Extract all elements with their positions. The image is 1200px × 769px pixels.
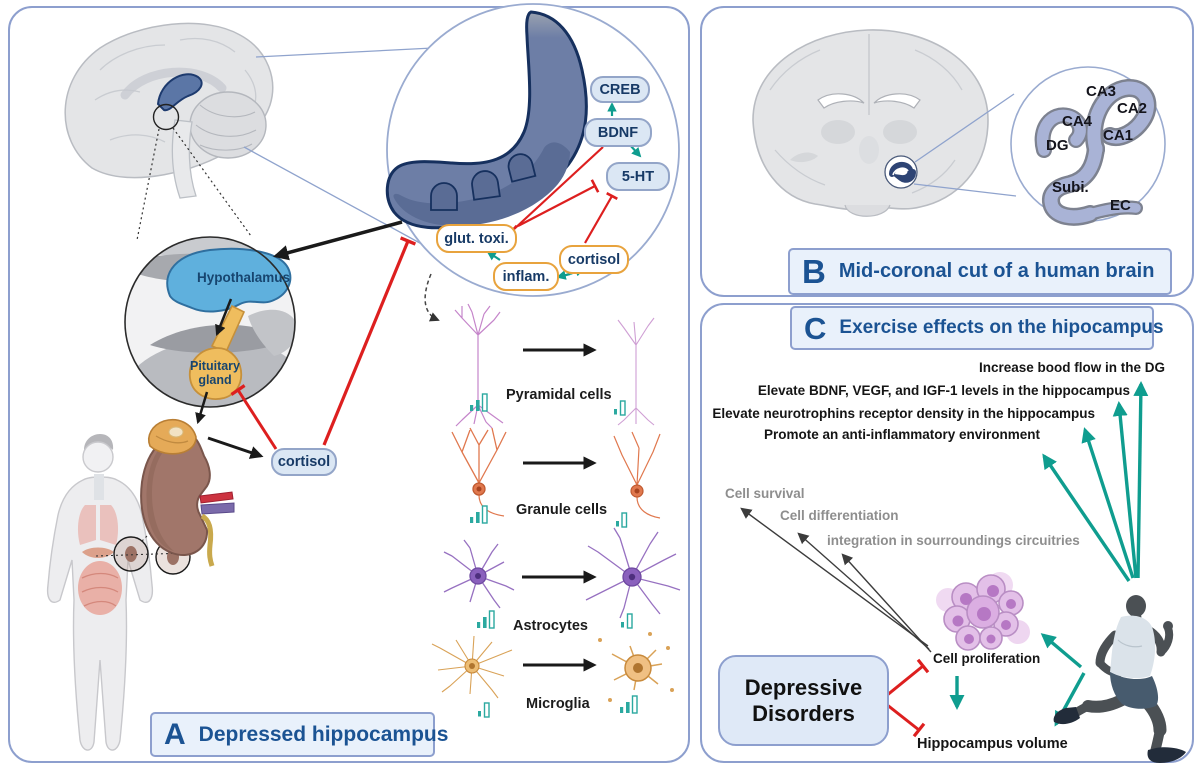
effect-blood-flow: Increase bood flow in the DG (978, 360, 1165, 375)
region-ca2-label: CA2 (1117, 100, 1148, 117)
panel-c-title-text: Exercise effects on the hipocampus (839, 317, 1164, 338)
pituitary-label: Pituitary gland (189, 359, 240, 387)
region-dg-label: DG (1046, 137, 1069, 154)
creb-node: CREB (590, 76, 650, 103)
depressive-disorders-box: Depressive Disorders (718, 655, 889, 746)
panel-c-letter: C (804, 310, 827, 346)
region-ca3-label: CA3 (1086, 83, 1117, 100)
panel-a-depressed-hippocampus (8, 6, 690, 763)
region-subiculum-label: Subi. (1052, 179, 1089, 196)
step-cell-survival: Cell survival (725, 486, 805, 501)
panel-a-letter: A (164, 717, 186, 751)
serotonin-node: 5-HT (606, 162, 670, 191)
pyramidal-cells-label: Pyramidal cells (506, 387, 612, 403)
bdnf-node: BDNF (584, 118, 652, 147)
effect-anti-inflammatory: Promote an anti-inflammatory environment (763, 427, 1040, 442)
step-cell-differentiation: Cell differentiation (780, 508, 899, 523)
panel-b-title-text: Mid-coronal cut of a human brain (838, 260, 1155, 282)
region-ca4-label: CA4 (1062, 113, 1093, 130)
microglia-label: Microglia (526, 696, 590, 712)
astrocytes-label: Astrocytes (513, 618, 588, 634)
effect-growth-factors: Elevate BDNF, VEGF, and IGF-1 levels in … (757, 383, 1130, 398)
region-ca1-label: CA1 (1103, 127, 1134, 144)
panel-a-caption: A Depressed hippocampus (150, 712, 448, 757)
panel-b-caption: B Mid-coronal cut of a human brain (788, 248, 1172, 295)
cortisol-node-circle: cortisol (559, 245, 629, 274)
panel-b-letter: B (802, 253, 826, 290)
depressive-disorders-line2: Disorders (752, 700, 855, 726)
hypothalamus-label: Hypothalamus (197, 270, 291, 285)
step-integration: integration in sourroundings circuitries (827, 533, 1080, 548)
inflammation-node: inflam. (493, 262, 559, 291)
cortisol-node-main: cortisol (271, 448, 337, 476)
panel-c-caption: C Exercise effects on the hipocampus (790, 306, 1164, 350)
glutamate-toxicity-node: glut. toxi. (436, 224, 517, 253)
hippocampus-volume-label: Hippocampus volume (917, 736, 1068, 752)
granule-cells-label: Granule cells (516, 502, 608, 518)
depressive-disorders-line1: Depressive (744, 675, 863, 701)
panel-a-title-text: Depressed hippocampus (198, 722, 449, 746)
effect-receptor-density: Elevate neurotrophins receptor density i… (712, 406, 1095, 421)
cell-proliferation-label: Cell proliferation (933, 651, 1041, 666)
region-ec-label: EC (1110, 197, 1131, 214)
